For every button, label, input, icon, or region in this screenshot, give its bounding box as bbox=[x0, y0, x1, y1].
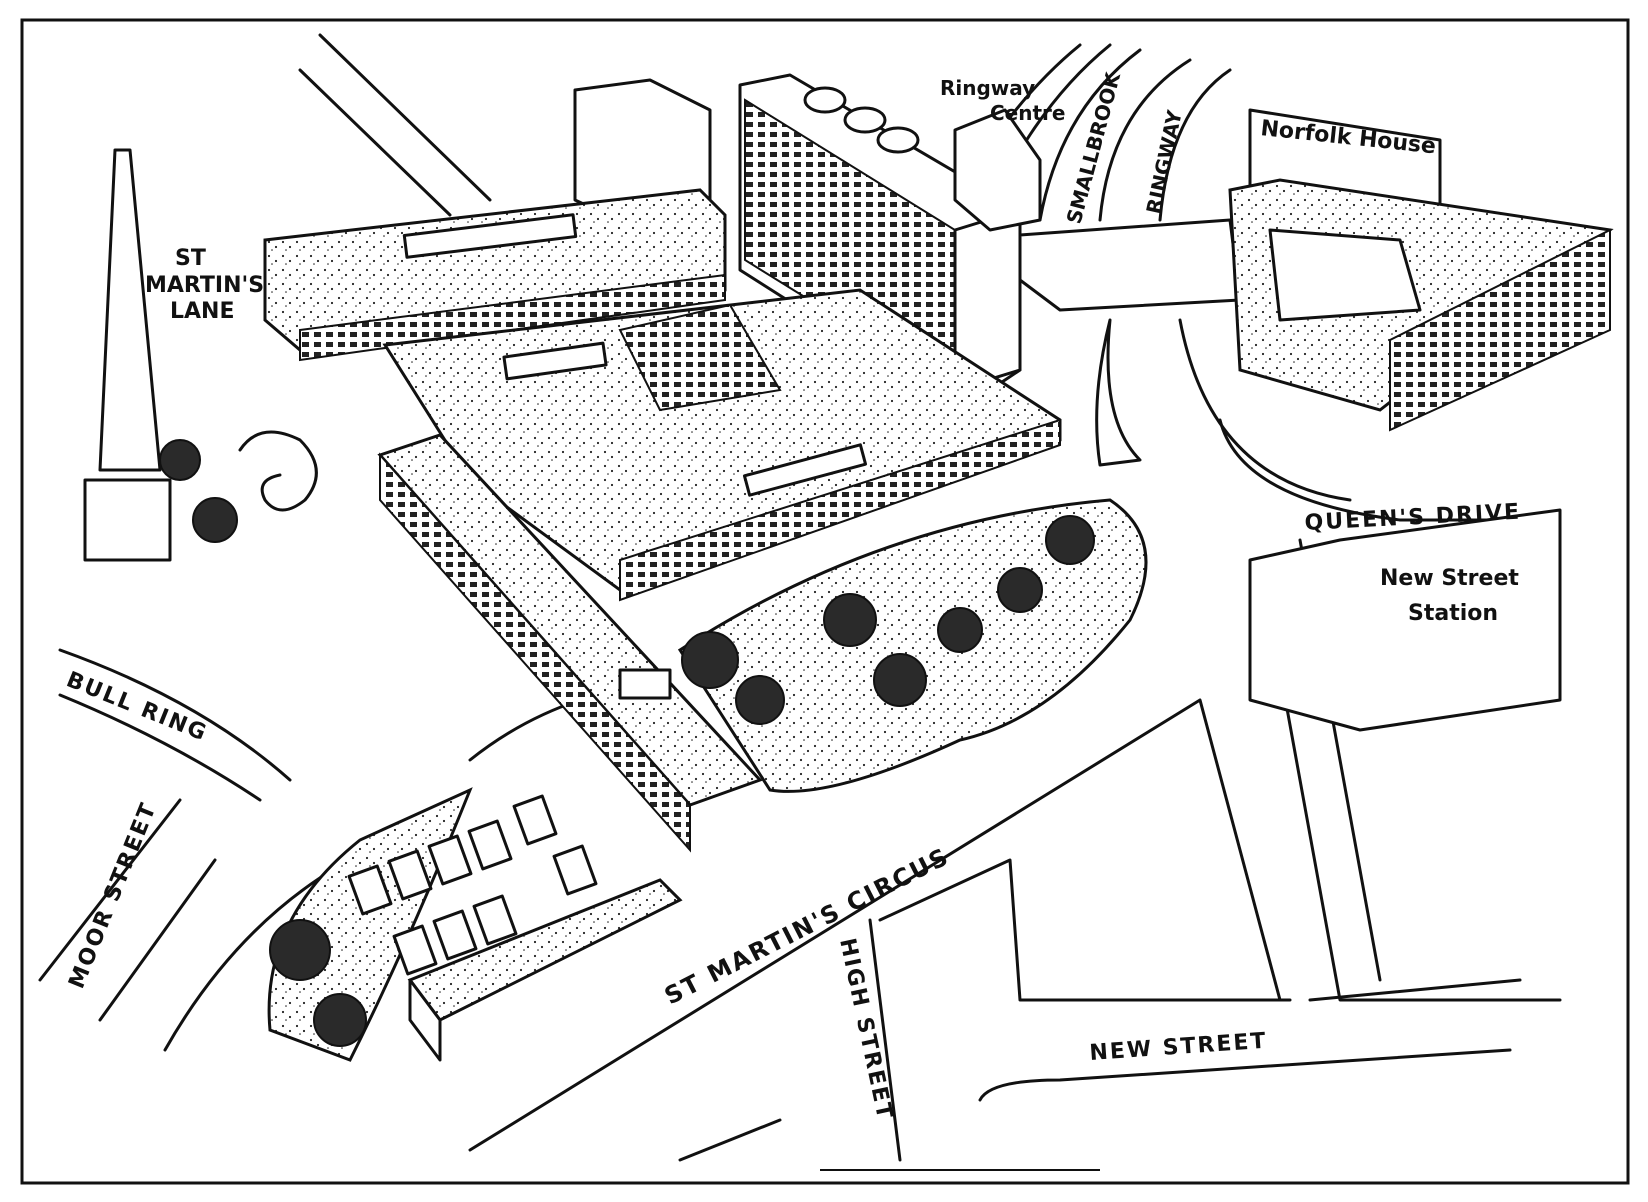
label-new-street-station-line1: New Street bbox=[1380, 566, 1519, 591]
label-ringway-centre-line1: Ringway bbox=[940, 76, 1035, 100]
label-ringway-centre-line2: Centre bbox=[990, 101, 1065, 125]
parked-cars bbox=[347, 794, 598, 976]
gardens bbox=[159, 430, 1148, 1062]
label-st-martins-lane-line3: LANE bbox=[170, 299, 235, 324]
label-st-martins-lane-line1: ST bbox=[175, 246, 206, 271]
label-new-street-station-line2: Station bbox=[1408, 601, 1498, 626]
buildings bbox=[83, 73, 1614, 1062]
label-st-martins-lane-line2: MARTIN'S bbox=[145, 273, 264, 298]
